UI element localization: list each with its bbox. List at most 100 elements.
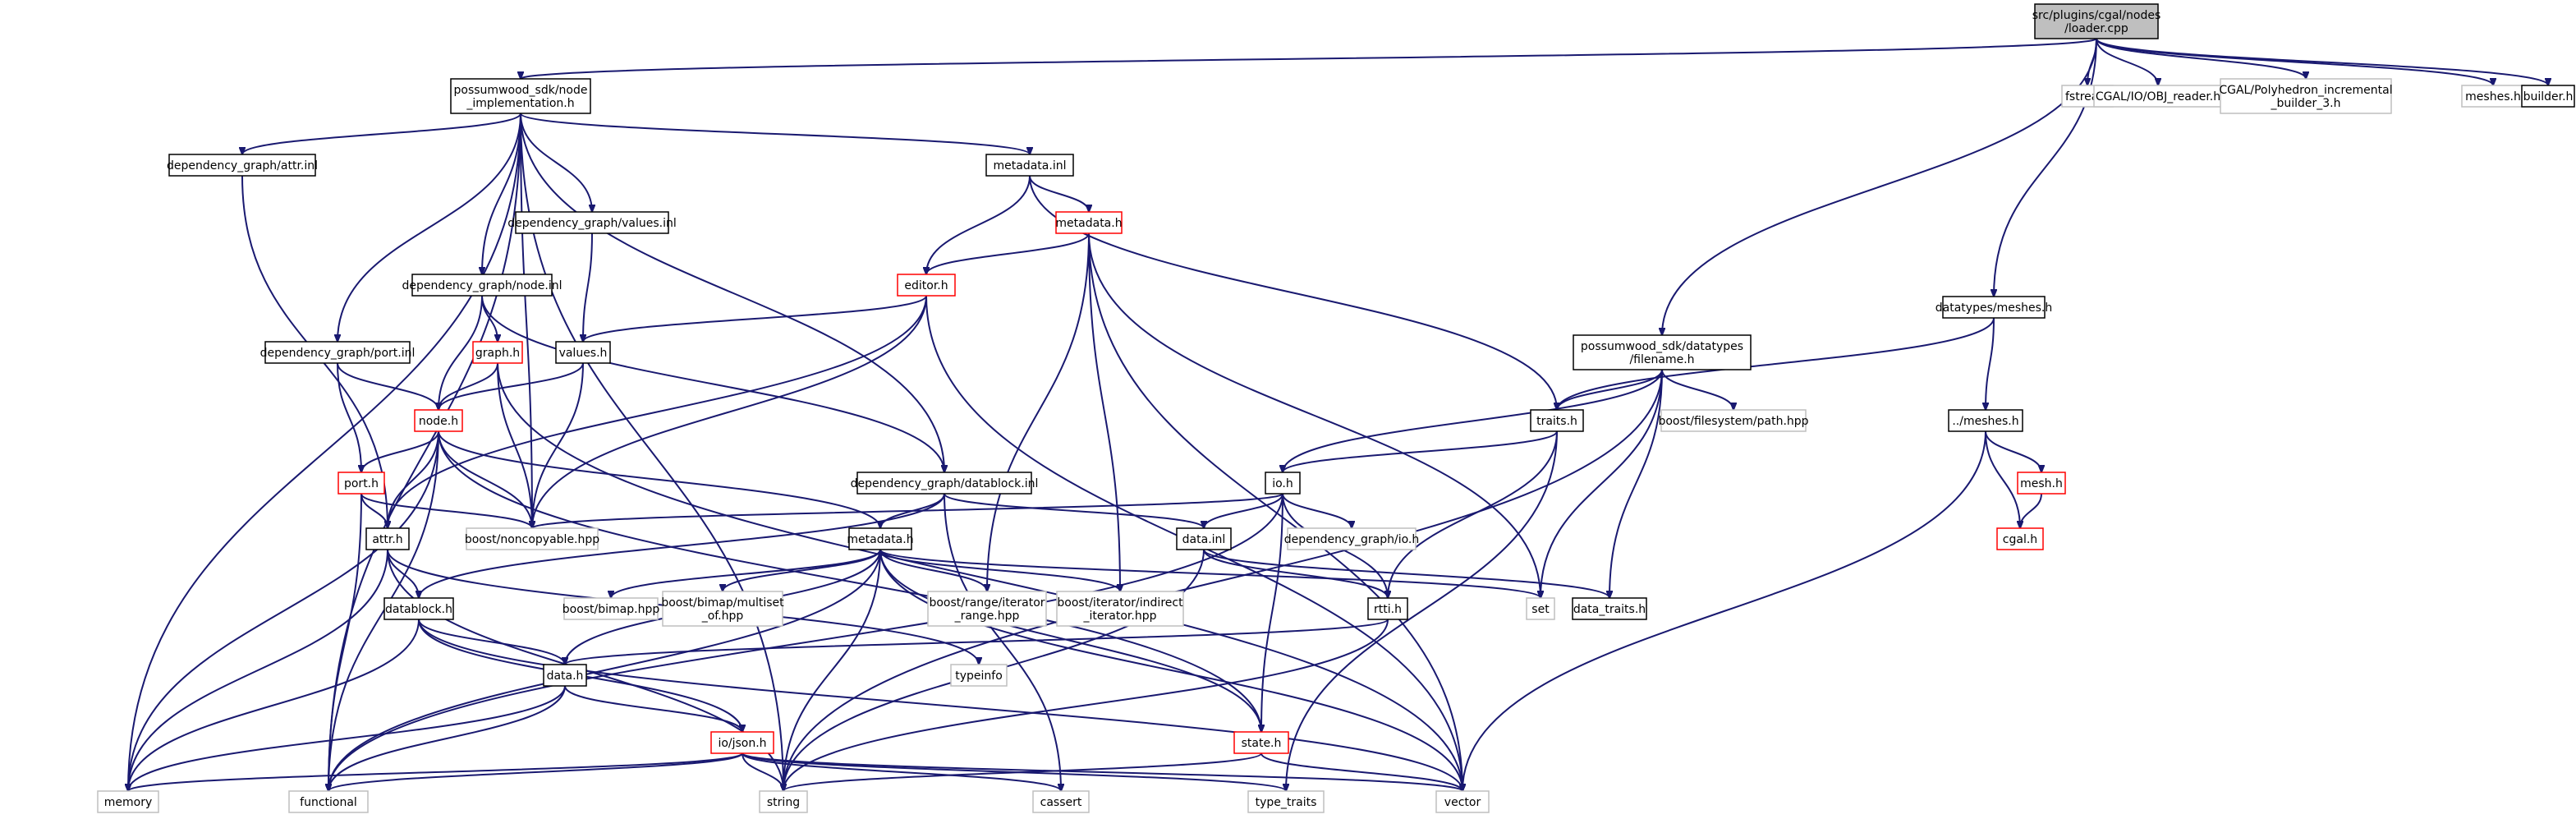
- edge-editor_h-to-boost_noncopyable: [532, 295, 927, 528]
- node-meshes_h[interactable]: meshes.h: [2461, 85, 2525, 108]
- node-cgal_h[interactable]: cgal.h: [1996, 527, 2044, 550]
- edge-up_meshes_h-to-mesh_h: [1985, 430, 2041, 472]
- node-attr_h[interactable]: attr.h: [365, 527, 410, 550]
- node-data_traits_h[interactable]: data_traits.h: [1572, 597, 1647, 620]
- node-box: [2034, 3, 2159, 39]
- node-label: metadata.h: [847, 533, 913, 546]
- node-dg_values_inl[interactable]: dependency_graph/values.inl: [507, 211, 677, 234]
- node-box: [1996, 527, 2044, 550]
- node-boost_noncopyable[interactable]: boost/noncopyable.hpp: [465, 527, 599, 550]
- node-state_h[interactable]: state.h: [1233, 731, 1289, 754]
- node-boost_path[interactable]: boost/filesystem/path.hpp: [1658, 409, 1809, 432]
- edge-filename_h-to-data_traits_h: [1609, 369, 1663, 598]
- node-string[interactable]: string: [759, 790, 808, 813]
- edge-io_h-to-dg_io_h: [1282, 493, 1352, 528]
- node-dg_port_inl[interactable]: dependency_graph/port.inl: [260, 341, 416, 364]
- node-set[interactable]: set: [1526, 597, 1555, 620]
- node-node_impl[interactable]: possumwood_sdk/node_implementation.h: [450, 78, 591, 114]
- node-up_meshes_h[interactable]: ../meshes.h: [1948, 409, 2023, 432]
- node-builder_h[interactable]: builder.h: [2521, 85, 2575, 108]
- node-editor_h[interactable]: editor.h: [897, 274, 956, 297]
- edge-traits_h-to-io_h: [1283, 430, 1558, 472]
- node-box: [662, 591, 783, 627]
- edge-metadata_inl-to-traits_h: [1029, 175, 1557, 410]
- node-label: _implementation.h: [466, 97, 574, 110]
- node-label: dependency_graph/datablock.inl: [851, 477, 1039, 490]
- edge-metadata_h_black-to-set: [879, 549, 1541, 598]
- node-traits_h[interactable]: traits.h: [1530, 409, 1584, 432]
- node-box: [950, 664, 1008, 687]
- node-graph_h[interactable]: graph.h: [472, 341, 523, 364]
- node-label: type_traits: [1256, 796, 1317, 809]
- node-box: [1435, 790, 1490, 813]
- node-box: [1247, 790, 1325, 813]
- node-label: possumwood_sdk/datatypes: [1581, 340, 1743, 353]
- node-label: _builder_3.h: [2270, 97, 2340, 110]
- node-type_traits[interactable]: type_traits: [1247, 790, 1325, 813]
- node-data_h[interactable]: data.h: [543, 664, 587, 687]
- node-node_h[interactable]: node.h: [414, 409, 463, 432]
- edge-io_json_h-to-vector: [742, 752, 1462, 791]
- edge-io_h-to-state_h: [1261, 493, 1283, 732]
- node-typeinfo[interactable]: typeinfo: [950, 664, 1008, 687]
- node-dg_attr_inl[interactable]: dependency_graph/attr.inl: [167, 154, 318, 177]
- node-metadata_h_black[interactable]: metadata.h: [847, 527, 914, 550]
- node-dg_node_inl[interactable]: dependency_graph/node.inl: [402, 274, 562, 297]
- node-poly_builder[interactable]: CGAL/Polyhedron_incremental_builder_3.h: [2219, 78, 2393, 114]
- node-memory[interactable]: memory: [97, 790, 159, 813]
- node-label: io.h: [1272, 477, 1293, 490]
- node-values_h[interactable]: values.h: [555, 341, 611, 364]
- edge-node_impl-to-dg_values_inl: [520, 113, 592, 212]
- edge-metadata_h_black-to-boost_multiset: [723, 549, 881, 591]
- node-mesh_h[interactable]: mesh.h: [2017, 472, 2066, 495]
- edge-filename_h-to-traits_h: [1557, 369, 1663, 410]
- node-boost_bimap[interactable]: boost/bimap.hpp: [562, 597, 660, 620]
- node-boost_multiset[interactable]: boost/bimap/multiset_of.hpp: [661, 591, 784, 627]
- edge-values_h-to-boost_noncopyable: [532, 362, 584, 528]
- node-box: [1176, 527, 1232, 550]
- node-port_h[interactable]: port.h: [337, 472, 385, 495]
- edge-loader-to-builder_h: [2096, 38, 2548, 85]
- edge-node_impl-to-boost_noncopyable: [520, 113, 532, 528]
- edge-filename_h-to-string: [783, 369, 1663, 791]
- node-obj_reader[interactable]: CGAL/IO/OBJ_reader.h: [2093, 85, 2223, 108]
- node-box: [168, 154, 316, 177]
- node-box: [1032, 790, 1090, 813]
- node-label: vector: [1444, 796, 1481, 809]
- node-functional[interactable]: functional: [288, 790, 369, 813]
- edge-up_meshes_h-to-vector: [1462, 430, 1986, 791]
- node-label: src/plugins/cgal/nodes: [2032, 9, 2160, 22]
- node-dt_meshes_h[interactable]: datatypes/meshes.h: [1935, 296, 2052, 319]
- edge-traits_h-to-rtti_h: [1388, 430, 1558, 598]
- edge-metadata_h_black-to-boost_range: [879, 549, 987, 591]
- node-box: [1573, 334, 1752, 370]
- node-metadata_h_red[interactable]: metadata.h: [1055, 211, 1123, 234]
- edge-metadata_h_black-to-boost_indirect: [879, 549, 1120, 591]
- node-boost_range[interactable]: boost/range/iterator_range.hpp: [927, 591, 1047, 627]
- node-loader[interactable]: src/plugins/cgal/nodes/loader.cpp: [2032, 3, 2160, 39]
- edge-attr_h-to-memory: [128, 549, 388, 791]
- node-label: data.h: [547, 669, 584, 683]
- edge-metadata_inl-to-editor_h: [926, 175, 1031, 274]
- node-data_inl[interactable]: data.inl: [1176, 527, 1232, 550]
- node-io_json_h[interactable]: io/json.h: [710, 731, 774, 754]
- node-rtti_h[interactable]: rtti.h: [1367, 597, 1408, 620]
- node-vector[interactable]: vector: [1435, 790, 1490, 813]
- node-datablock_h[interactable]: datablock.h: [383, 597, 454, 620]
- node-box: [2093, 85, 2223, 108]
- edge-dg_datablock_inl-to-cassert: [944, 493, 1061, 791]
- node-io_h[interactable]: io.h: [1265, 472, 1301, 495]
- node-filename_h[interactable]: possumwood_sdk/datatypes/filename.h: [1573, 334, 1752, 370]
- node-dg_io_h[interactable]: dependency_graph/io.h: [1284, 527, 1419, 550]
- node-dg_datablock_inl[interactable]: dependency_graph/datablock.inl: [851, 472, 1039, 495]
- node-boost_indirect[interactable]: boost/iterator/indirect_iterator.hpp: [1056, 591, 1184, 627]
- edge-io_json_h-to-memory: [128, 752, 743, 791]
- node-box: [555, 341, 611, 364]
- node-cassert[interactable]: cassert: [1032, 790, 1090, 813]
- node-label: dependency_graph/io.h: [1284, 533, 1419, 546]
- node-metadata_inl[interactable]: metadata.inl: [985, 154, 1074, 177]
- edge-up_meshes_h-to-cgal_h: [1985, 430, 2020, 528]
- node-box: [1948, 409, 2023, 432]
- node-box: [515, 211, 669, 234]
